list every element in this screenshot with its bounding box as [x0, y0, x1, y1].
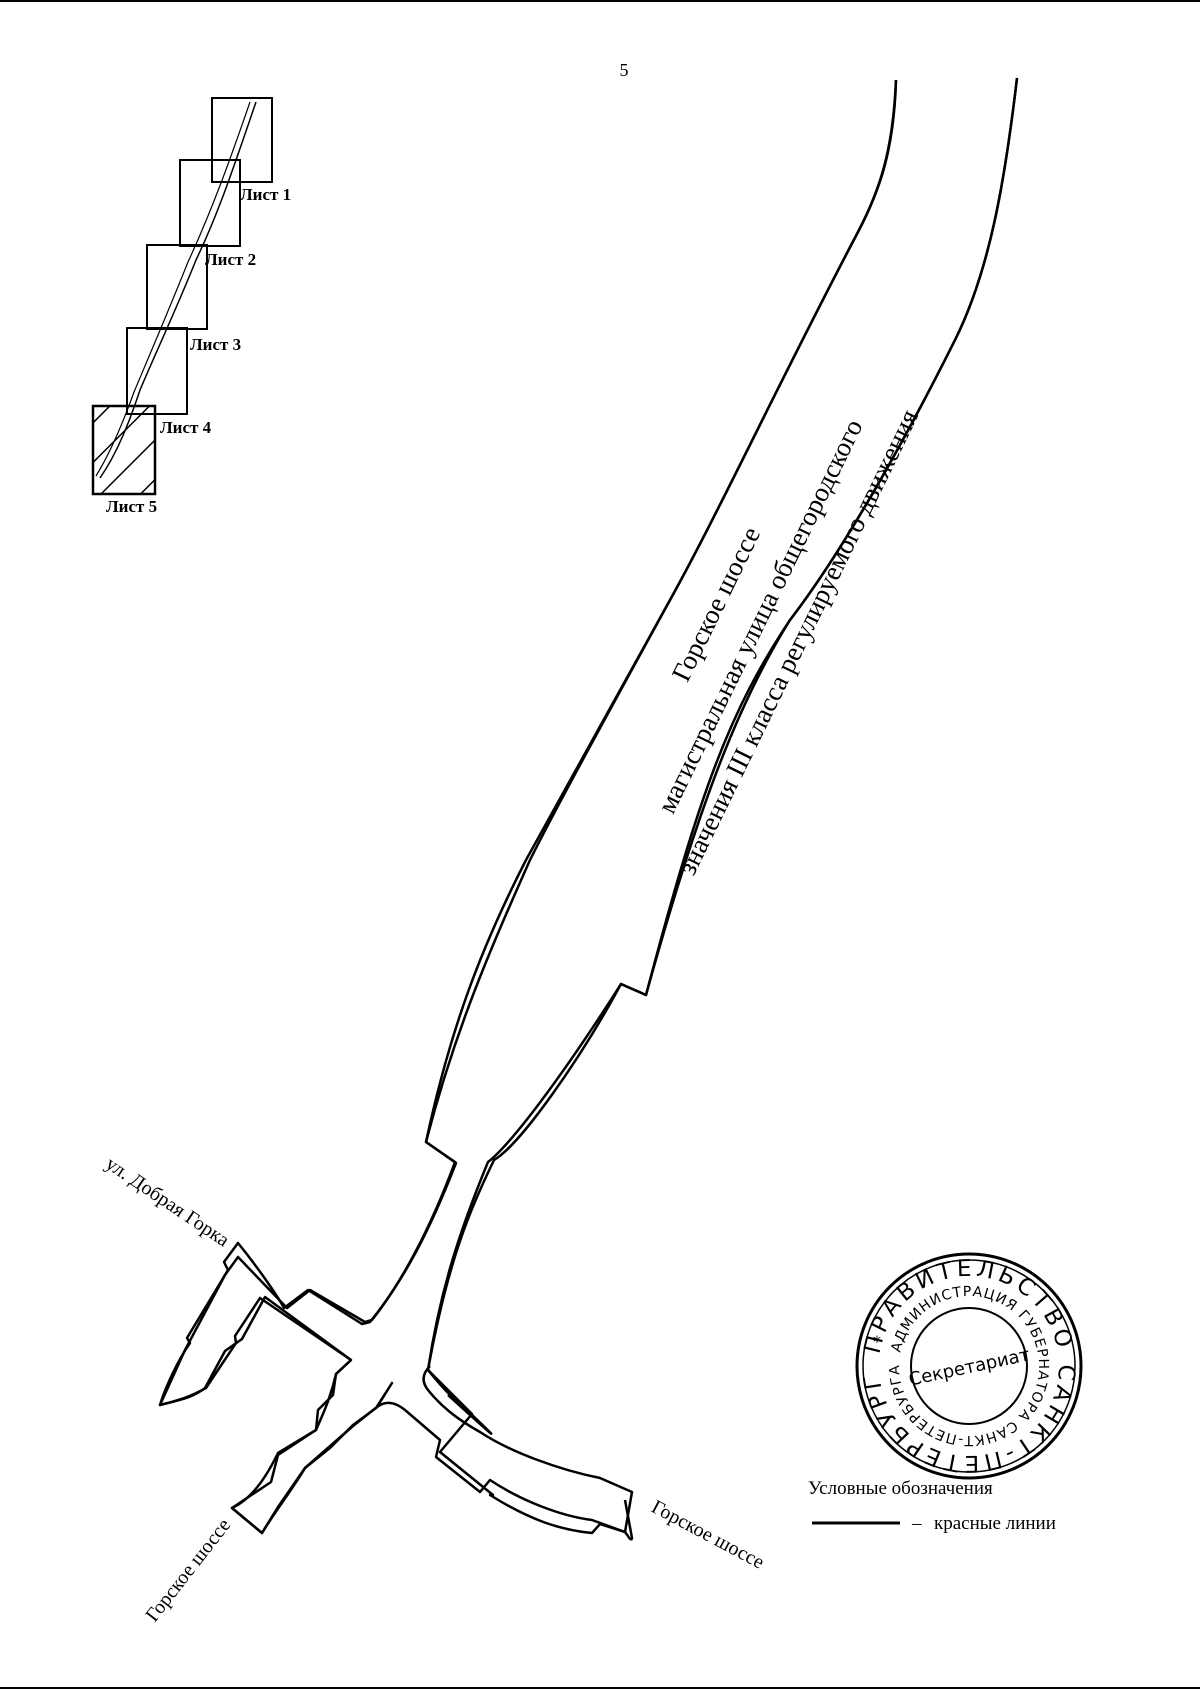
stamp-inner-ring — [910, 1307, 1028, 1425]
southeast-street-name: Горское шоссе — [648, 1496, 768, 1574]
sheet-frame-3 — [146, 244, 208, 330]
red-line-west — [158, 79, 898, 1535]
stamp-outer-textpath: ПРАВИТЕЛЬСТВО САНКТ-ПЕТЕРБУРГА — [0, 0, 1075, 1476]
sheet-label-2: Лист 2 — [205, 250, 256, 269]
legend-item-label: красные линии — [934, 1513, 1056, 1534]
stamp-star: * — [873, 1332, 881, 1351]
legend-title: Условные обозначения — [808, 1478, 993, 1499]
legend: Условные обозначения – красные линии — [808, 1478, 1056, 1534]
legend-dash: – — [911, 1513, 922, 1534]
main-street-class-line1: магистральная улица общегородского — [651, 414, 868, 817]
road-edge-south-west — [230, 1359, 406, 1535]
sheet-frame-1 — [211, 97, 273, 183]
sheet-frame-2 — [179, 159, 241, 247]
mini-route-line — [99, 101, 257, 479]
stamp-outer-ring — [855, 1252, 1083, 1480]
road-edge-east — [426, 77, 1019, 1541]
stamp-middle-ring — [862, 1259, 1076, 1473]
sheet-label-1: Лист 1 — [240, 185, 291, 204]
road-outline — [158, 77, 1019, 1541]
road-edge-south-east — [404, 1365, 634, 1534]
sheet-index-map: Лист 1 Лист 2 Лист 3 Лист 4 Лист 5 — [91, 97, 291, 516]
sheet-label-5: Лист 5 — [106, 497, 157, 516]
sheet-label-4: Лист 4 — [160, 418, 212, 437]
sheet-5-hatch — [91, 404, 157, 496]
stamp-outer-text: ПРАВИТЕЛЬСТВО САНКТ-ПЕТЕРБУРГА — [0, 0, 1075, 1476]
sheet-label-3: Лист 3 — [190, 335, 241, 354]
stamp-center-text: Секретариат — [907, 1344, 1032, 1390]
road-edge-west — [158, 79, 898, 1407]
red-lines — [158, 77, 1019, 1535]
southwest-street-name: Горское шоссе — [141, 1514, 235, 1626]
mini-route-line-2 — [95, 101, 251, 477]
side-street-name: ул. Добрая Горка — [101, 1153, 233, 1252]
page-number: 5 — [620, 60, 629, 80]
official-stamp: ПРАВИТЕЛЬСТВО САНКТ-ПЕТЕРБУРГА АДМИНИСТР… — [0, 0, 1083, 1480]
sheet-frame-4 — [126, 327, 188, 415]
